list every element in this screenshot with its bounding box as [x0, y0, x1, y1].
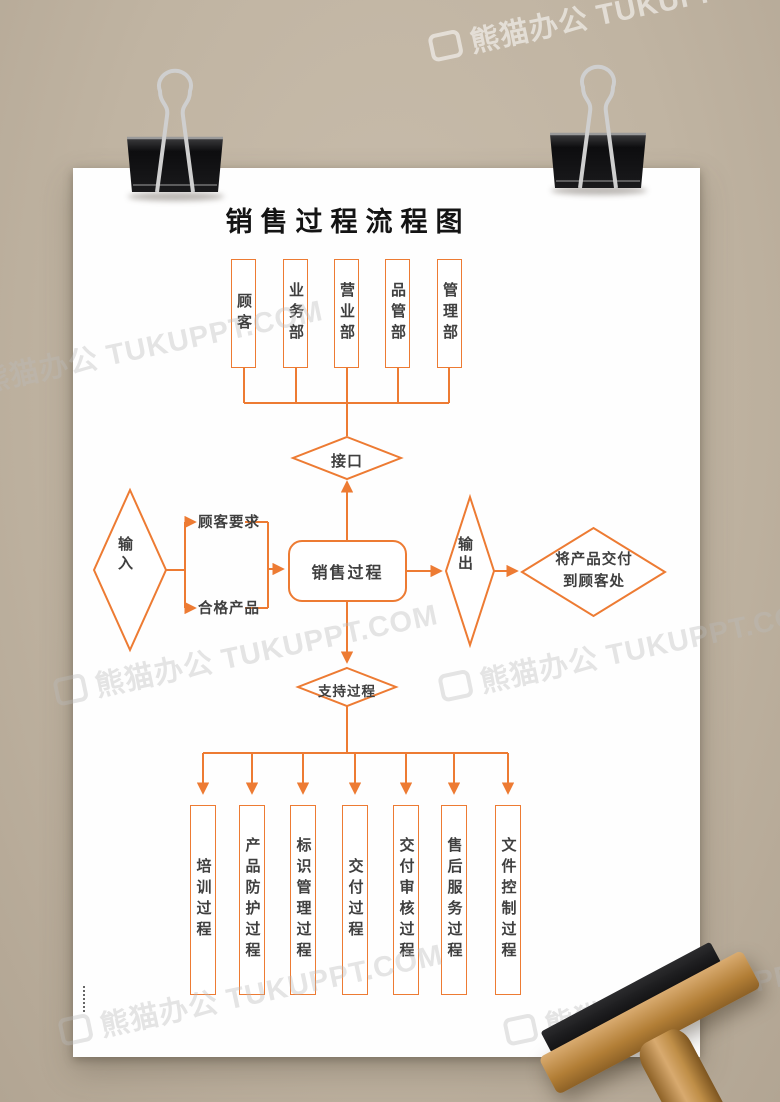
- input-label: 输入: [116, 536, 133, 574]
- delivery-label: 将产品交付到顾客处: [555, 552, 633, 590]
- dept-box-management: 管理部: [437, 259, 462, 368]
- support-diamond: [295, 666, 399, 708]
- input-item-customer-req: 顾客要求: [198, 515, 260, 531]
- support-box-protection: 产品防护过程: [239, 805, 265, 995]
- support-box-identification: 标识管理过程: [290, 805, 316, 995]
- support-box-training: 培训过程: [190, 805, 216, 995]
- clip-wire-handle: [155, 68, 195, 193]
- dept-box-quality: 品管部: [385, 259, 410, 368]
- support-box-delivery-audit: 交付审核过程: [393, 805, 419, 995]
- support-box-label: 培训过程: [194, 858, 212, 942]
- page-title: 销售过程流程图: [225, 207, 471, 237]
- flowchart-paper: 销售过程流程图: [73, 168, 700, 1057]
- clip-shadow: [128, 192, 224, 201]
- watermark-text: 熊猫办公 TUKUPPT.COM: [467, 0, 780, 60]
- support-label: 支持过程: [318, 684, 376, 699]
- clip-wire-handle: [578, 64, 618, 189]
- support-box-label: 售后服务过程: [445, 837, 463, 963]
- support-box-label: 产品防护过程: [243, 837, 261, 963]
- dept-label: 营业部: [338, 282, 355, 345]
- input-item-qualified-prod: 合格产品: [198, 601, 260, 617]
- dept-label: 业务部: [287, 282, 304, 345]
- flow-connectors: [92, 368, 667, 795]
- dept-label: 顾客: [235, 292, 252, 335]
- binder-clip-left: [127, 68, 223, 193]
- panda-logo-icon: [427, 28, 465, 63]
- dept-box-customer: 顾客: [231, 259, 256, 368]
- support-box-aftersales: 售后服务过程: [441, 805, 467, 995]
- margin-dotted-mark: [83, 986, 85, 1012]
- output-label: 输出: [456, 536, 473, 574]
- interface-label: 接口: [330, 453, 363, 470]
- watermark: 熊猫办公 TUKUPPT.COM: [426, 0, 780, 70]
- support-box-label: 标识管理过程: [294, 837, 312, 963]
- interface-diamond: [290, 435, 404, 481]
- dept-box-business: 业务部: [283, 259, 308, 368]
- dept-box-sales: 营业部: [334, 259, 359, 368]
- support-box-label: 交付过程: [346, 858, 364, 942]
- delivery-diamond: [520, 526, 667, 618]
- dept-label: 管理部: [441, 282, 458, 345]
- dept-label: 品管部: [389, 282, 406, 345]
- clip-shadow: [551, 186, 647, 195]
- support-box-label: 文件控制过程: [499, 837, 517, 963]
- support-box-doc-control: 文件控制过程: [495, 805, 521, 995]
- output-diamond: [444, 493, 496, 649]
- support-box-delivery: 交付过程: [342, 805, 368, 995]
- sales-process-node: 销售过程: [288, 540, 407, 602]
- process-label: 销售过程: [311, 565, 384, 582]
- support-box-label: 交付审核过程: [397, 837, 415, 963]
- binder-clip-right: [550, 64, 646, 189]
- input-diamond: [92, 487, 168, 653]
